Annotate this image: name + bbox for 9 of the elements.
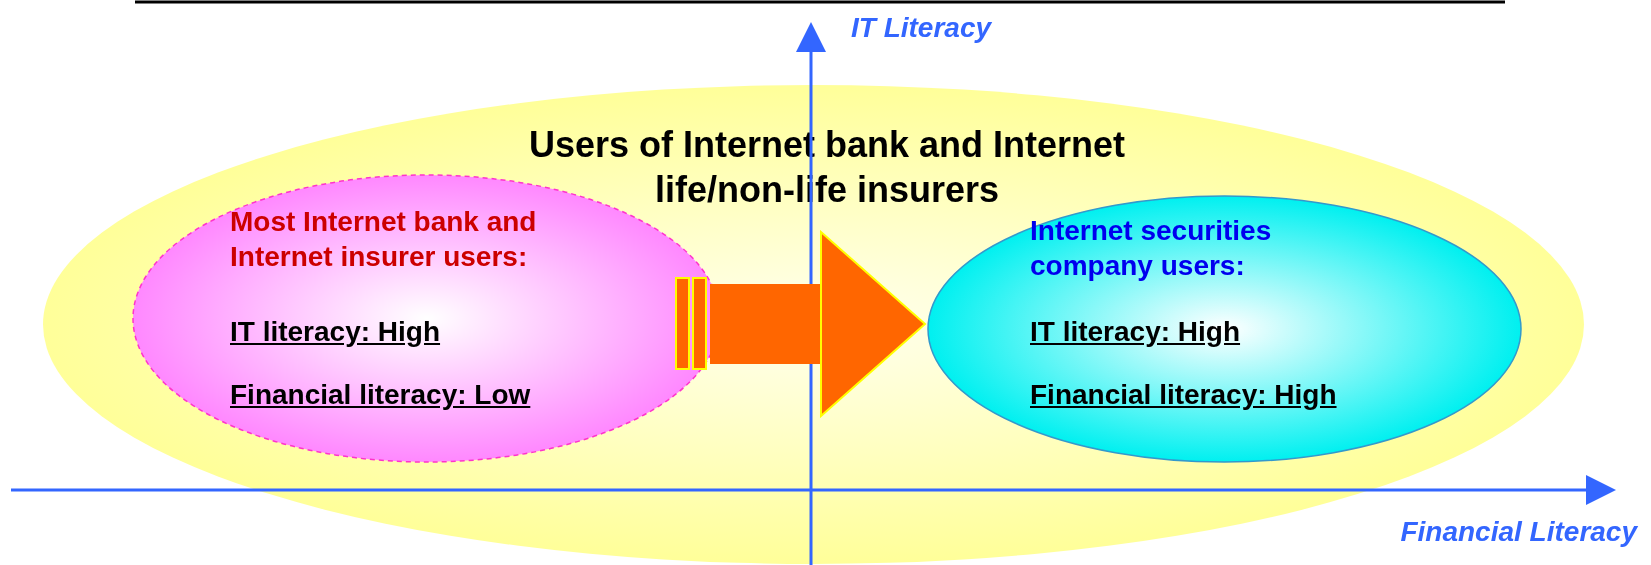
attribute-text: Financial literacy: Low [230, 378, 532, 412]
attribute-text: Financial literacy: High [1030, 378, 1338, 412]
group-heading: Internet securities company users: [1030, 214, 1273, 283]
attribute-text: IT literacy: High [230, 315, 442, 349]
group-heading: Most Internet bank and Internet insurer users: [230, 205, 538, 274]
axis-label: Financial Literacy [1399, 516, 1637, 548]
axis-label: IT Literacy [851, 12, 992, 44]
block-arrow [710, 231, 926, 417]
attribute-text: IT literacy: High [1030, 315, 1242, 349]
